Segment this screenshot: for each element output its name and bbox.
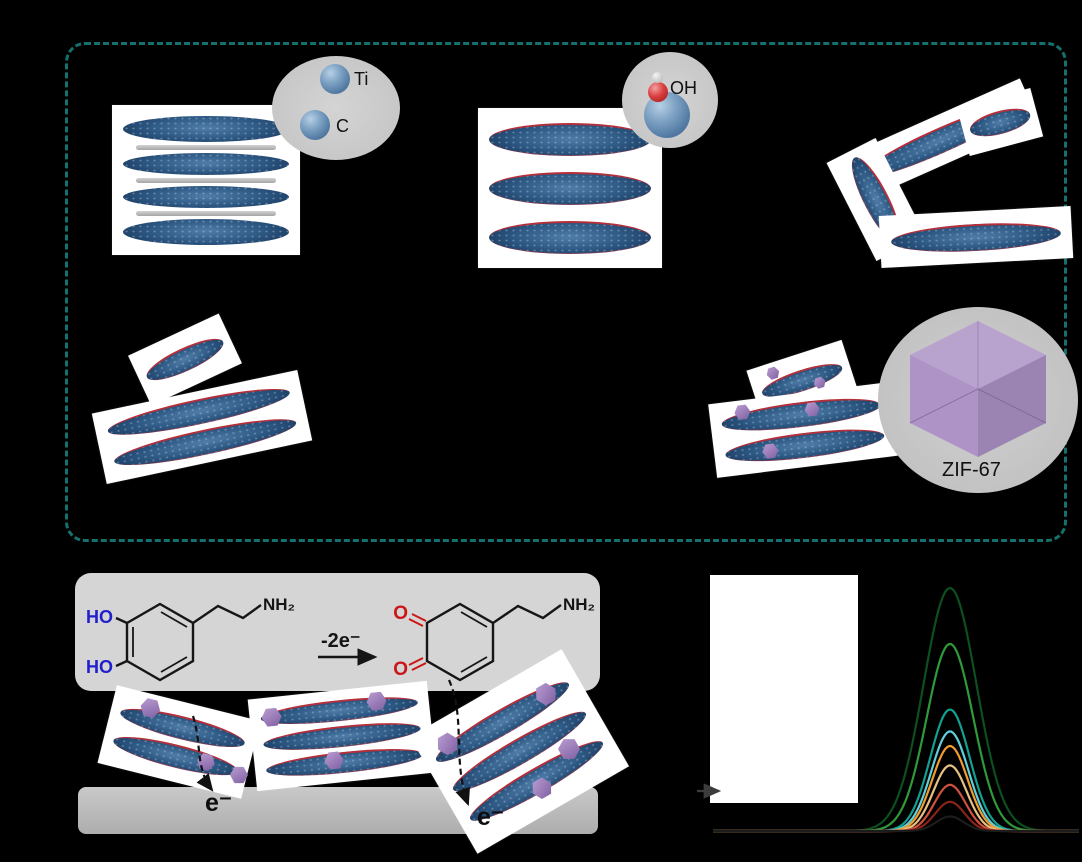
synthesis-scheme-box: [65, 42, 1067, 542]
reaction-arrow-label: -2e⁻: [321, 630, 360, 652]
o-label-top: O: [393, 603, 408, 624]
mxene-flake: [123, 218, 289, 245]
dpv-peaks-chart: [713, 587, 1079, 833]
dpv-curve-peak-1-dark-green: [713, 587, 1079, 833]
etched-mxene-panel: [478, 108, 662, 268]
zif-particle-icon: [230, 766, 248, 784]
mxene-flake: [123, 115, 289, 142]
nh2-label-right: NH₂: [563, 595, 595, 614]
mxene-flake: [123, 185, 289, 208]
zif67-label: ZIF-67: [942, 459, 1001, 481]
al-layer: [135, 177, 277, 183]
dopamine-structure: [115, 602, 262, 682]
mxene-flake: [966, 102, 1034, 142]
mxene-flake: [489, 220, 651, 254]
ho-label-top: HO: [86, 607, 113, 627]
al-layer: [135, 144, 277, 150]
dpv-curve-peak-6-tan: [713, 764, 1079, 833]
o-label-bottom: O: [393, 659, 408, 680]
ti-c-legend: Ti C: [272, 56, 400, 160]
mxene-flake-panel: [878, 206, 1074, 268]
reaction-panel: HO HO NH₂ -2e⁻ O O NH₂: [75, 573, 600, 691]
mxene-flake: [123, 152, 289, 175]
oh-label: OH: [670, 78, 697, 98]
zif-particle-icon: [558, 739, 580, 759]
etched-stack: [478, 108, 662, 268]
ti-atom-icon: [320, 64, 350, 94]
electron-transfer-label-right: e⁻: [477, 803, 505, 831]
h-atom-icon: [652, 72, 663, 83]
dpv-curve-peak-3-teal: [713, 708, 1079, 833]
max-phase-stack: [112, 105, 300, 255]
ti-label: Ti: [354, 69, 369, 89]
mxene-flake: [489, 122, 651, 156]
c-label: C: [336, 116, 349, 136]
zif67-crystal-icon: [909, 321, 1047, 457]
c-atom-icon: [300, 110, 330, 140]
oh-legend: OH: [622, 52, 718, 148]
quinone-structure: [408, 602, 562, 682]
mxene-flake: [489, 171, 651, 205]
chart-legend-box: [710, 575, 858, 803]
o-atom-icon: [648, 82, 668, 102]
dpv-curve-peak-9-black: [713, 815, 1079, 833]
dpv-curve-peak-7-red: [713, 783, 1079, 833]
max-phase-panel: [112, 105, 300, 255]
mxene-flake: [890, 219, 1062, 255]
mxene-zif-panel: [247, 680, 437, 792]
electron-transfer-label-left: e⁻: [205, 789, 233, 817]
zif67-legend-circle: ZIF-67: [878, 307, 1078, 493]
ho-label-bottom: HO: [86, 657, 113, 677]
reaction-scheme: HO HO NH₂ -2e⁻ O O NH₂: [86, 595, 595, 682]
nh2-label-left: NH₂: [263, 595, 295, 614]
al-layer: [135, 210, 277, 216]
dpv-curve-peak-4-light-blue: [713, 730, 1079, 833]
